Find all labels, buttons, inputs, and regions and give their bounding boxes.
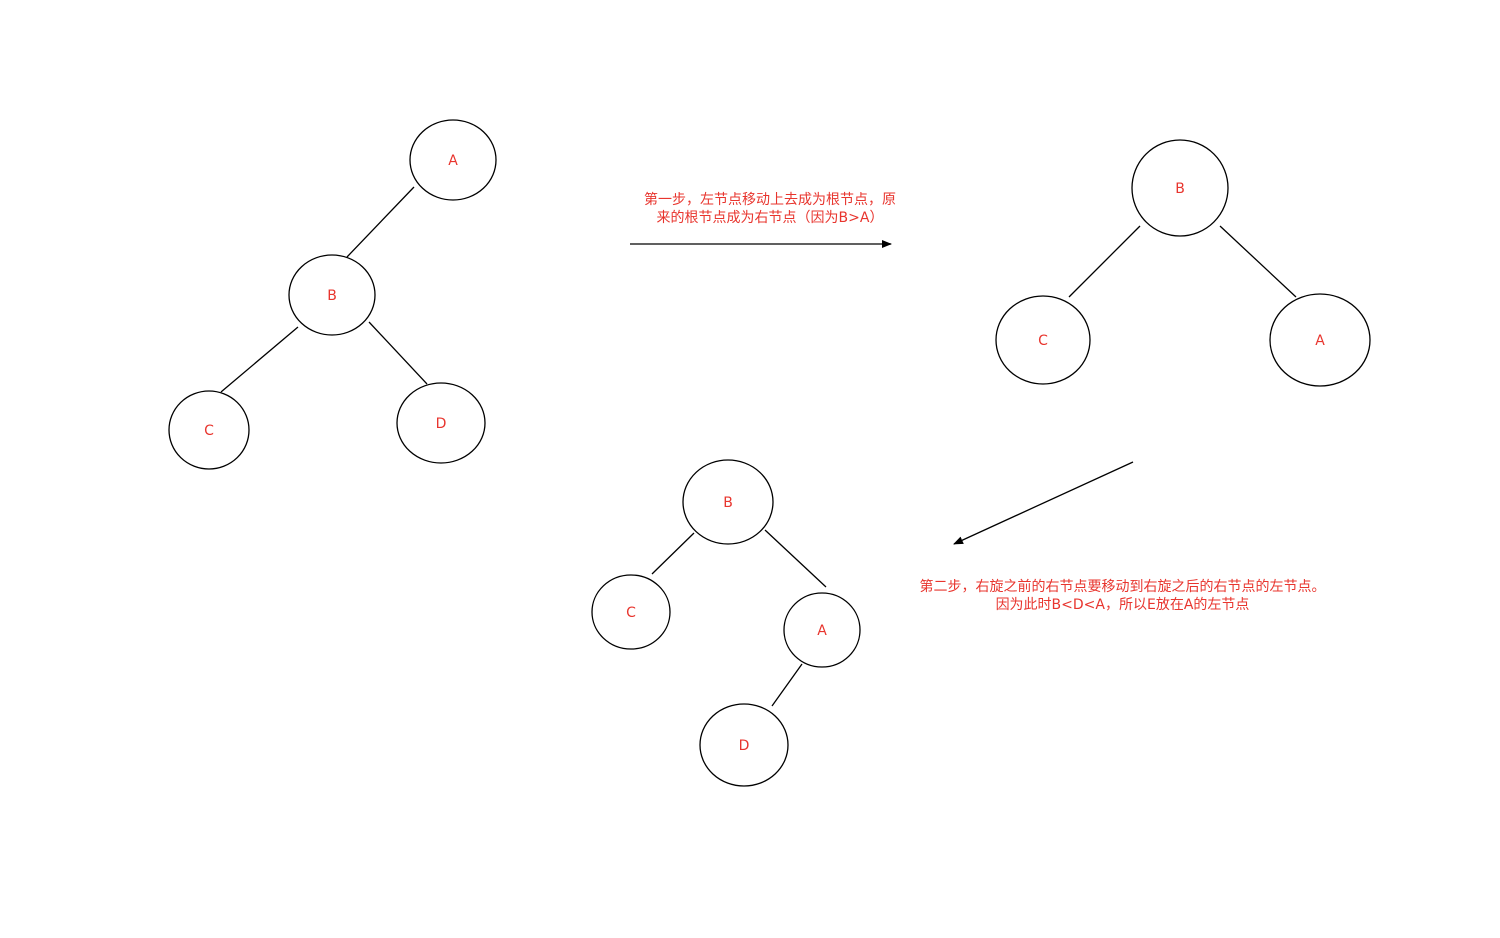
step1-tree: B C A: [995, 139, 1371, 387]
step1-node-c-label: C: [1038, 333, 1048, 349]
step1-caption-line1: 第一步，左节点移动上去成为根节点，原: [644, 192, 896, 208]
original-node-a-label: A: [448, 153, 458, 169]
original-node-c-label: C: [204, 423, 214, 439]
step1-node-c: C: [995, 295, 1091, 385]
step2-node-b-label: B: [723, 495, 733, 511]
step1-node-b: B: [1131, 139, 1229, 237]
step2-caption-line1: 第二步，右旋之前的右节点要移动到右旋之后的右节点的左节点。: [919, 579, 1326, 595]
step2-tree: B C A D: [591, 459, 861, 787]
edge-a-d: [771, 663, 803, 707]
edge-b-c: [220, 326, 299, 393]
step1-node-b-label: B: [1175, 181, 1185, 197]
original-node-d-label: D: [436, 416, 447, 432]
step1-node-a: A: [1269, 293, 1371, 387]
original-node-d: D: [396, 382, 486, 464]
edge-b-d: [368, 321, 428, 385]
original-node-a: A: [409, 119, 497, 201]
step1-node-a-label: A: [1315, 333, 1325, 349]
step2-node-d-label: D: [739, 738, 750, 754]
step2-node-b: B: [682, 459, 774, 545]
edge-b-a: [764, 529, 827, 588]
step2-node-c-label: C: [626, 605, 636, 621]
edge-b-c: [651, 532, 695, 575]
step2-node-d: D: [699, 703, 789, 787]
original-node-c: C: [168, 390, 250, 470]
step2-caption: 第二步，右旋之前的右节点要移动到右旋之后的右节点的左节点。 因为此时B<D<A，…: [870, 578, 1375, 614]
original-node-b: B: [288, 254, 376, 336]
edge-a-b: [346, 186, 415, 258]
original-tree: A B C D: [168, 119, 497, 470]
original-node-b-label: B: [327, 288, 337, 304]
step2-node-c: C: [591, 574, 671, 650]
step2-arrow: [953, 461, 1134, 545]
edge-b-a: [1219, 225, 1297, 298]
edge-b-c: [1068, 225, 1141, 298]
step1-caption-line2: 来的根节点成为右节点（因为B>A）: [656, 210, 884, 226]
step2-node-a: A: [783, 592, 861, 668]
step1-caption: 第一步，左节点移动上去成为根节点，原 来的根节点成为右节点（因为B>A）: [560, 191, 980, 227]
step2-node-a-label: A: [817, 623, 827, 639]
step2-caption-line2: 因为此时B<D<A，所以E放在A的左节点: [995, 597, 1250, 613]
